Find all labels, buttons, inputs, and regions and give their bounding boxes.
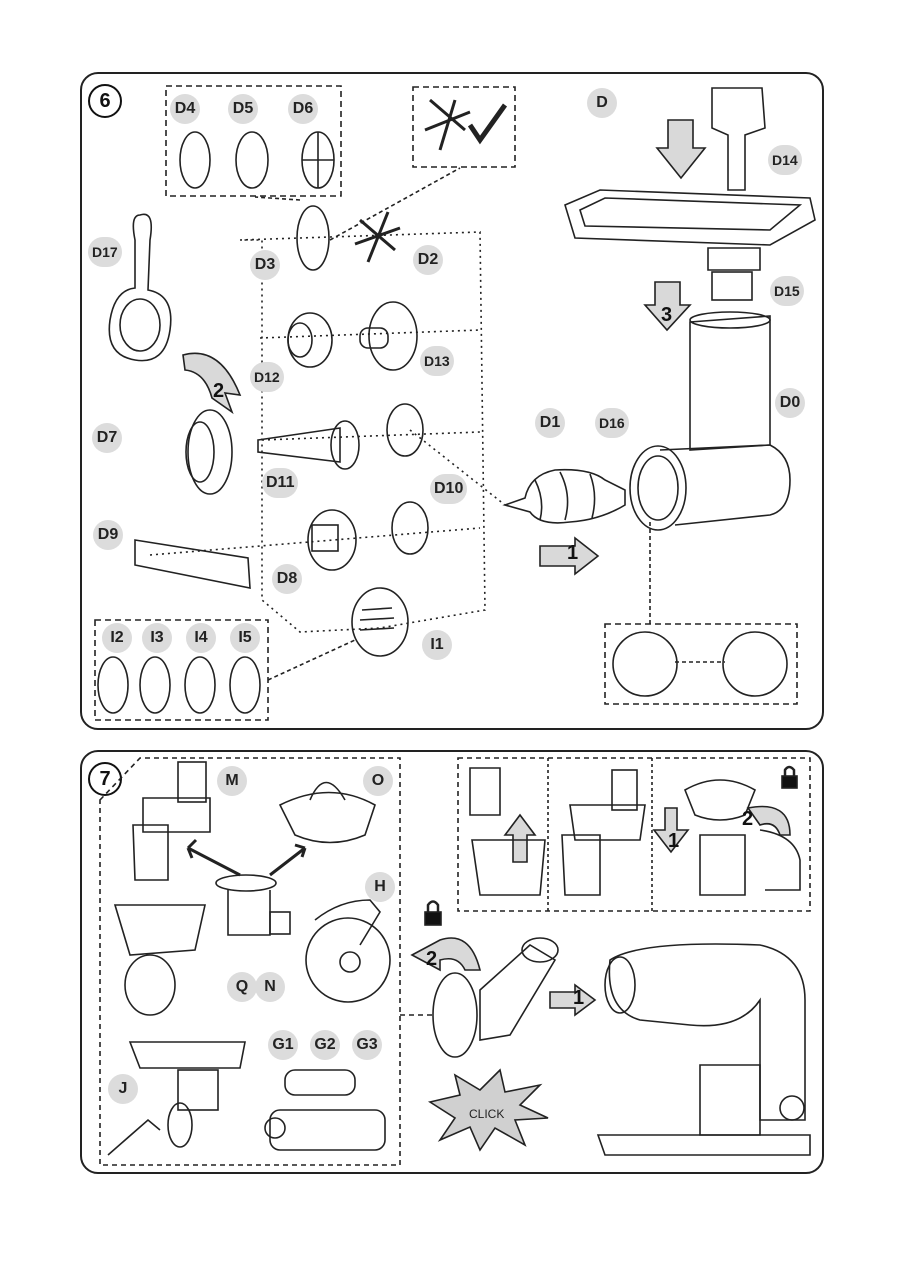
label-d14: D14 (768, 145, 802, 175)
adapter-n (215, 874, 277, 892)
label-q: Q (227, 972, 257, 1002)
label-g2: G2 (310, 1030, 340, 1060)
label-d2: D2 (413, 245, 443, 275)
disc-d3 (296, 205, 330, 271)
label-d6: D6 (288, 94, 318, 124)
label-d4: D4 (170, 94, 200, 124)
down-arrow-3 (643, 281, 692, 332)
grater-q (113, 904, 206, 956)
disc-i1 (351, 587, 409, 657)
label-d3: D3 (250, 250, 280, 280)
rotate-arrow-2 (182, 352, 242, 415)
label-d10: D10 (430, 474, 468, 504)
grater-disc-h (305, 917, 391, 1003)
slicer-m (142, 797, 211, 833)
disc-i3 (139, 656, 171, 714)
disc-d10-bottom (391, 501, 429, 555)
label-d16: D16 (595, 408, 629, 438)
pusher-d14 (711, 87, 766, 191)
insert-arrow-b1 (549, 983, 597, 1017)
arrow-number-2: 2 (213, 380, 225, 402)
rotate-arrow-b2 (410, 937, 482, 972)
wrench-d17 (108, 213, 172, 362)
label-d9: D9 (93, 520, 123, 550)
blade-check-box (412, 86, 516, 168)
label-d8: D8 (272, 564, 302, 594)
label-d13: D13 (420, 346, 454, 376)
click-label: CLICK (469, 1107, 505, 1121)
label-i5: I5 (230, 623, 260, 653)
label-g3: G3 (352, 1030, 382, 1060)
citrus-juicer-o (278, 791, 376, 844)
blade-d2 (354, 211, 401, 263)
arrow-number-c2: 2 (742, 808, 754, 830)
mounting-attachment (432, 972, 478, 1058)
discs-i2-i5-box (94, 619, 269, 721)
disc-d10-top (386, 403, 424, 457)
label-n: N (255, 972, 285, 1002)
throat-d15 (711, 271, 753, 301)
lock-icon-small (781, 775, 798, 789)
tray-d (564, 189, 816, 246)
down-arrow-c1 (652, 807, 690, 854)
label-d0: D0 (775, 388, 805, 418)
up-arrow (503, 813, 537, 863)
label-i4: I4 (186, 623, 216, 653)
label-i1: I1 (422, 630, 452, 660)
label-g1: G1 (268, 1030, 298, 1060)
discs-d4-d6-box (165, 85, 342, 197)
label-d12: D12 (250, 362, 284, 392)
label-d5: D5 (228, 94, 258, 124)
label-d: D (587, 88, 617, 118)
label-h: H (365, 872, 395, 902)
alignment-circle-right (722, 631, 788, 697)
stand-mixer (608, 943, 806, 1121)
label-i2: I2 (102, 623, 132, 653)
click-burst (427, 1068, 549, 1152)
label-m: M (217, 766, 247, 796)
disc-i5 (229, 656, 261, 714)
blade-icon (424, 98, 471, 151)
accessories-region (99, 757, 401, 1166)
label-d7: D7 (92, 423, 122, 453)
cone-d13 (368, 301, 418, 371)
alignment-circle-left (612, 631, 678, 697)
pasta-roller-g (284, 1069, 356, 1096)
checkmark-icon (467, 103, 508, 145)
step-6-badge: 6 (88, 84, 122, 118)
arrow-number-b2: 2 (426, 948, 438, 970)
label-d1: D1 (535, 408, 565, 438)
down-arrow-tray (655, 119, 707, 180)
label-d15: D15 (770, 276, 804, 306)
label-o: O (363, 766, 393, 796)
insert-arrow-1 (539, 536, 600, 576)
rotate-arrow-c2 (746, 805, 791, 836)
arrow-number-1: 1 (567, 542, 579, 564)
sausage-funnel-d11 (257, 427, 341, 463)
arrow-number-c1: 1 (668, 830, 680, 852)
part-d8 (307, 509, 357, 571)
arrow-number-3: 3 (661, 304, 673, 326)
label-d17: D17 (88, 237, 122, 267)
disc-d5 (235, 131, 269, 189)
step-7-badge: 7 (88, 762, 122, 796)
kibbe-plate-d9 (134, 539, 251, 589)
alignment-detail-box (604, 623, 798, 705)
disc-i4 (184, 656, 216, 714)
label-j: J (108, 1074, 138, 1104)
ring-nut-d7 (187, 409, 233, 495)
label-d11: D11 (262, 468, 299, 498)
disc-d4 (179, 131, 211, 189)
lock-steps-box (457, 757, 811, 912)
label-i3: I3 (142, 623, 172, 653)
arrow-number-b1: 1 (573, 987, 585, 1009)
meat-grinder-j (128, 1041, 246, 1069)
disc-i2 (97, 656, 129, 714)
lock-icon (424, 911, 442, 926)
auger-d1 (502, 468, 626, 524)
